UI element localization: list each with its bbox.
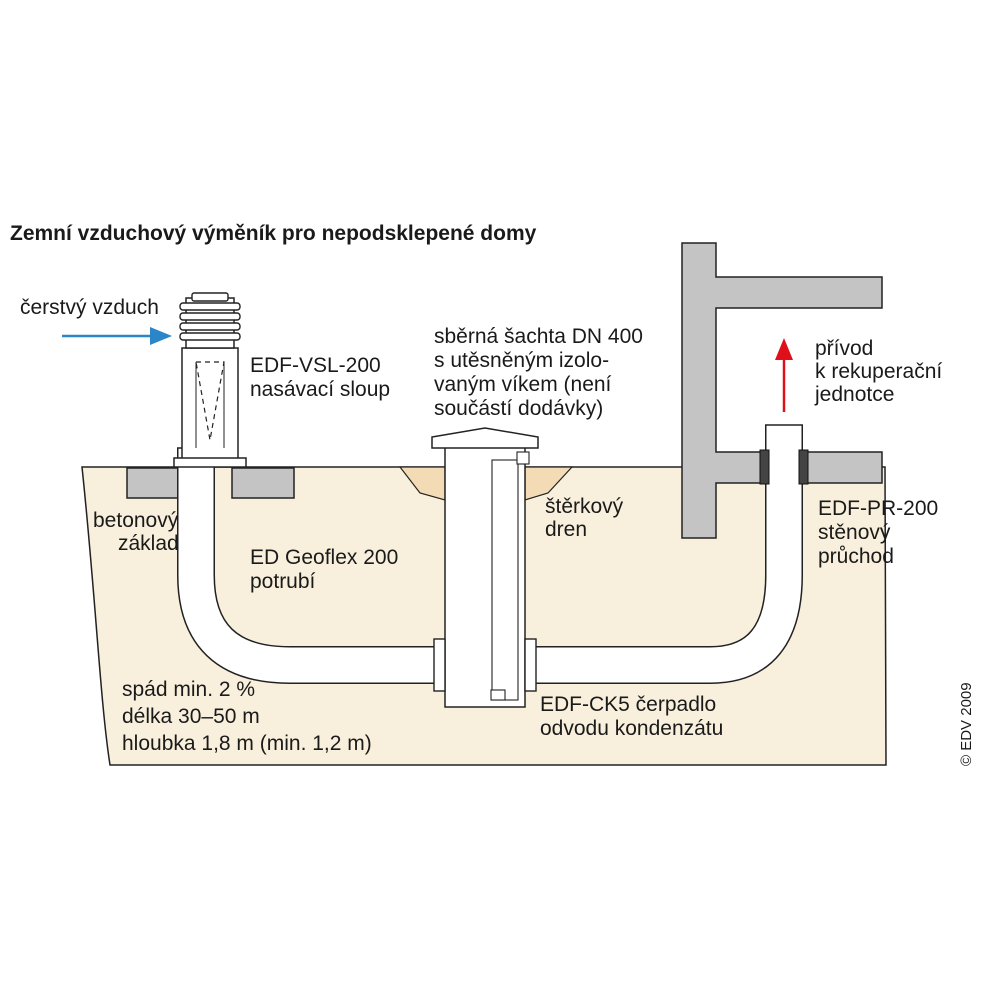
supply-air-arrow [775, 338, 793, 412]
intake-label-line1: EDF-VSL-200 [250, 354, 381, 377]
spec-label-line2: délka 30–50 m [122, 705, 260, 728]
wall-passage-flange-right [798, 449, 809, 485]
building-wall [681, 242, 883, 539]
shaft-label-line4: součástí dodávky) [434, 397, 604, 420]
wall-passage-label-line3: průchod [818, 545, 894, 568]
foundation-label-line2: základ [118, 532, 179, 555]
wall-passage-flange-left [759, 449, 770, 485]
collection-shaft [431, 427, 539, 708]
pump-label-line1: EDF-CK5 čerpadlo [540, 693, 717, 716]
gravel-label-line1: štěrkový [545, 495, 624, 518]
copyright-notice: © EDV 2009 [958, 682, 975, 766]
pump-label-line2: odvodu kondenzátu [540, 717, 724, 740]
concrete-foundation-right [231, 467, 295, 499]
supply-label-line2: k rekuperační [815, 360, 943, 383]
pipe-label-line2: potrubí [250, 570, 316, 593]
shaft-label-line1: sběrná šachta DN 400 [434, 325, 643, 348]
spec-label-line3: hloubka 1,8 m (min. 1,2 m) [122, 732, 372, 755]
wall-passage-label-line1: EDF-PR-200 [818, 497, 939, 520]
fresh-air-arrow [62, 327, 172, 345]
shaft-label-line3: vaným víkem (není [434, 373, 612, 396]
shaft-label-line2: s utěsněným izolo- [434, 349, 610, 372]
foundation-label-line1: betonový [93, 509, 179, 532]
diagram-title: Zemní vzduchový výměník pro nepodsklepen… [10, 222, 537, 245]
pipe-label-line1: ED Geoflex 200 [250, 546, 399, 569]
supply-label-line1: přívod [815, 337, 874, 360]
supply-label-line3: jednotce [815, 383, 895, 406]
intake-hood [179, 292, 241, 349]
fresh-air-label: čerstvý vzduch [20, 296, 159, 319]
wall-passage-label-line2: stěnový [818, 521, 891, 544]
intake-column [173, 347, 247, 468]
spec-label-line1: spád min. 2 % [122, 678, 256, 701]
gravel-label-line2: dren [545, 518, 588, 541]
intake-label-line2: nasávací sloup [250, 378, 391, 401]
